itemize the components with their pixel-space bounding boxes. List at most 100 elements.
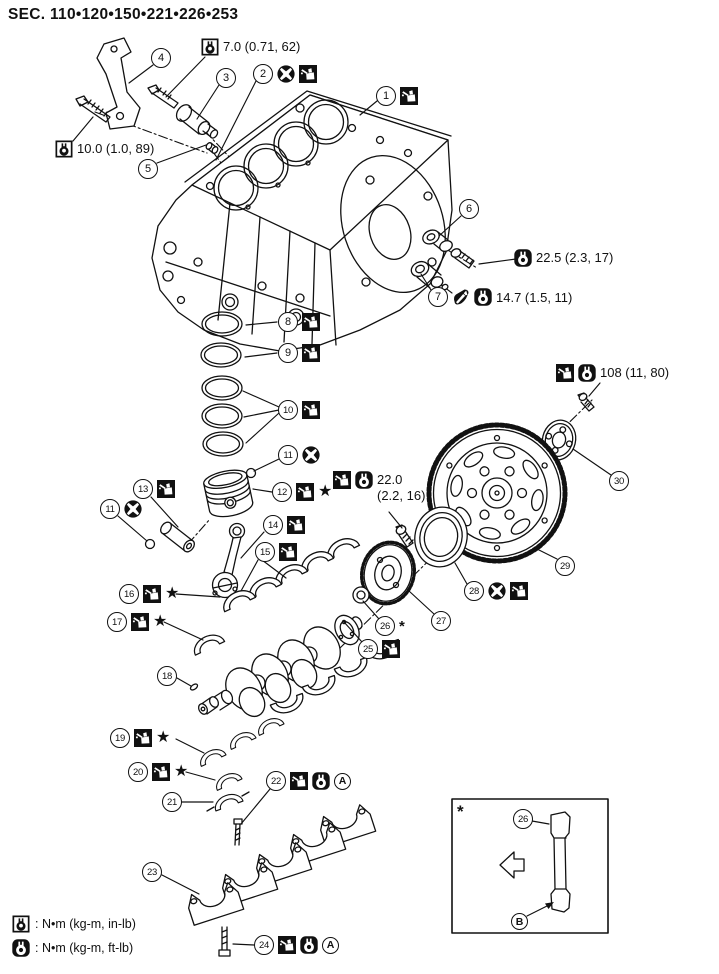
leader-lines (72, 56, 612, 946)
drive-plate-ring-gear (426, 422, 568, 564)
oil-can-icon (278, 936, 296, 954)
torque-label-t5: 22.0(2.2, 16) (333, 471, 425, 504)
callout-number: 29 (555, 556, 575, 576)
callout-number: 30 (609, 471, 629, 491)
callout-number: 11 (278, 445, 298, 465)
torque-wrench-inlb-icon (55, 140, 73, 158)
torque-value: 22.0 (377, 472, 403, 487)
legend-row-2: : N•m (kg-m, ft-lb) (12, 939, 136, 957)
thrust-bearing (206, 791, 250, 812)
torque-label-t2: 10.0 (1.0, 89) (55, 140, 154, 158)
callout-4: 4 (151, 48, 171, 68)
torque-value: 22.5 (2.3, 17) (536, 250, 614, 265)
callout-number: 16 (119, 584, 139, 604)
callout-number: 23 (142, 862, 162, 882)
torque-wrench-ftlb-icon (300, 936, 318, 954)
callout-3: 3 (216, 68, 236, 88)
flywheel-housing-face (340, 155, 446, 293)
torque-wrench-inlb-icon (201, 38, 219, 56)
oil-can-icon (400, 87, 418, 105)
callout-text: 14.7 (1.5, 11) (496, 289, 573, 305)
callout-18: 18 (157, 666, 177, 686)
torque-wrench-inlb-icon (12, 915, 30, 933)
callout-12: 12★ (272, 482, 332, 502)
callout-number: 20 (128, 762, 148, 782)
section-header: SEC. 110•120•150•221•226•253 (8, 6, 239, 23)
callout-5: 5 (138, 159, 158, 179)
piston (203, 469, 254, 518)
callout-number: 21 (162, 792, 182, 812)
crank-sprocket (359, 540, 417, 606)
non-reusable-part-icon (277, 65, 295, 83)
oil-can-icon (134, 729, 152, 747)
connecting-rod-bearing-shells (200, 718, 285, 791)
non-reusable-part-icon (124, 500, 142, 518)
callout-28: 28 (464, 581, 528, 601)
callout-number: 2 (253, 64, 273, 84)
callout-30: 30 (609, 471, 629, 491)
oil-can-icon (279, 543, 297, 561)
torque-value-line2: (2.2, 16) (377, 488, 426, 503)
callout-number: 19 (110, 728, 130, 748)
direction-arrow (499, 851, 525, 879)
callout-number: 3 (216, 68, 236, 88)
callout-11: 11 (100, 499, 142, 519)
oil-can-icon (556, 364, 574, 382)
callout-number: 22 (266, 771, 286, 791)
inset-asterisk: * (457, 802, 464, 821)
callout-27: 27 (431, 611, 451, 631)
non-reusable-part-icon (302, 446, 320, 464)
callout-26: 26 (513, 809, 533, 829)
torque-wrench-ftlb-icon (12, 939, 30, 957)
callout-number: 12 (272, 482, 292, 502)
torque-label-t3: 22.5 (2.3, 17) (514, 249, 613, 267)
circled-letter-A: A (322, 936, 339, 954)
flywheel-bolt (395, 524, 414, 548)
oil-can-icon (157, 480, 175, 498)
callout-number: 15 (255, 542, 275, 562)
callout-text: * (399, 617, 405, 635)
oil-can-icon (299, 65, 317, 83)
bearing-cap-bolts (218, 818, 243, 957)
callout-number: 27 (431, 611, 451, 631)
callout-number: 8 (278, 312, 298, 332)
oil-can-icon (333, 471, 351, 489)
select-fit-star-icon: ★ (174, 763, 189, 780)
cylinder-block (151, 90, 453, 352)
callout-20: 20 ★ (128, 762, 188, 782)
callout-19: 19★ (110, 728, 170, 748)
callout-number: 18 (157, 666, 177, 686)
select-fit-star-icon: ★ (165, 585, 180, 602)
piston-pin (160, 521, 195, 553)
callout-number: 25 (358, 639, 378, 659)
callout-17: 17★ (107, 612, 167, 632)
sealant-applicator-icon (452, 288, 470, 306)
callout-6: 6 (459, 199, 479, 219)
woodruff-key (189, 683, 199, 691)
callout-number: 6 (459, 199, 479, 219)
torque-wrench-ftlb-icon (312, 772, 330, 790)
callout-number: 10 (278, 400, 298, 420)
oil-can-icon (131, 613, 149, 631)
oil-can-icon (302, 344, 320, 362)
oil-can-icon (143, 585, 161, 603)
callout-number: 13 (133, 479, 153, 499)
callout-24: 24 A (254, 935, 339, 955)
cylinder-bores (213, 99, 349, 211)
callout-14: 14 (263, 515, 305, 535)
select-fit-star-icon: ★ (153, 613, 168, 630)
callout-11: 11 (278, 445, 320, 465)
thrust-washer-side-view (550, 811, 571, 913)
callout-8: 8 (278, 312, 320, 332)
pilot-bolt-108 (577, 392, 595, 412)
torque-value: 7.0 (0.71, 62) (223, 39, 301, 54)
callout-number: 24 (254, 935, 274, 955)
oil-can-icon (510, 582, 528, 600)
callout-23: 23 (142, 862, 162, 882)
callout-10: 10 (278, 400, 320, 420)
callout-1: 1 (376, 86, 418, 106)
torque-label-t1: 7.0 (0.71, 62) (201, 38, 300, 56)
